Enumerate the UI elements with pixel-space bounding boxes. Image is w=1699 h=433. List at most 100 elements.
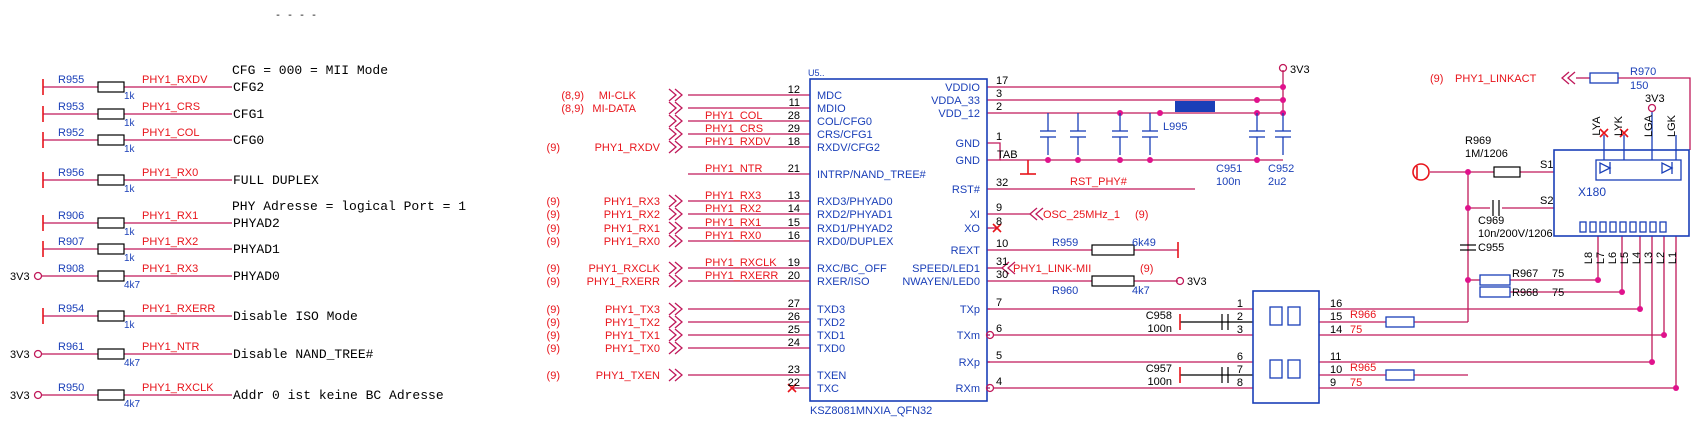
linkact-wire: [1618, 77, 1691, 150]
offpage-net: PHY1_RX0: [604, 236, 660, 248]
offpage-sheet: (9): [547, 209, 560, 221]
junction-dot: [1637, 306, 1643, 312]
strap-value: 1k: [124, 184, 136, 195]
magnetics-pin: 8: [1237, 377, 1243, 389]
transformer: [1269, 306, 1301, 326]
chevron: [674, 341, 683, 355]
inductor-l995: [1175, 101, 1215, 112]
chip-left-net: PHY1_RX3: [705, 190, 761, 202]
contact: [1599, 221, 1607, 233]
magnetics-pin: 14: [1330, 324, 1342, 336]
strap-value: 4k7: [124, 280, 141, 291]
power-port-3v3: [1175, 276, 1185, 286]
chevron: [668, 274, 677, 288]
strap-value: 1k: [124, 320, 136, 331]
chip-ref-cut: U5..: [808, 68, 825, 78]
magnetics-pin: 15: [1330, 311, 1342, 323]
c952-ref: C952: [1268, 163, 1294, 175]
junction-dot: [1254, 97, 1260, 103]
r970-value: 150: [1630, 80, 1648, 92]
junction-dot: [1673, 385, 1679, 391]
c969-value: 10n/200V/1206: [1478, 228, 1553, 240]
offpage-net: PHY1_RXCLK: [588, 263, 660, 275]
chip-right-pin-name: SPEED/LED1: [912, 263, 980, 275]
r967-ref: R967: [1512, 268, 1538, 280]
junction-dot: [1661, 332, 1667, 338]
chevron: [674, 194, 683, 208]
chip-right-pin-number: 1: [996, 131, 1002, 143]
magnetics-pin: 6: [1237, 351, 1243, 363]
chip-left-pin-name: TXD1: [817, 330, 845, 342]
connector-s2: S2: [1540, 195, 1553, 207]
offpage-net: PHY1_RXDV: [595, 142, 661, 154]
magnetics-pin: 3: [1237, 324, 1243, 336]
strap-net: PHY1_RX2: [142, 236, 198, 248]
power-port-3v3: [33, 271, 43, 281]
decoupling-capacitor: [1112, 113, 1128, 155]
resistor-r970: [1589, 72, 1619, 84]
offpage-sheet: (9): [547, 263, 560, 275]
chevron: [668, 234, 677, 248]
magnetics-body: [1252, 290, 1320, 404]
chip-left-pin-name: TXD0: [817, 343, 845, 355]
strap-ref: R955: [58, 74, 84, 86]
chip-right-pin-name: TXm: [957, 330, 980, 342]
offpage-sheet: (9): [547, 142, 560, 154]
offpage-connector: [1561, 71, 1576, 85]
strap-value: 1k: [124, 227, 136, 238]
strap-value: 4k7: [124, 399, 141, 410]
offpage-connector: [668, 328, 683, 342]
diode-triangle: [1599, 161, 1612, 175]
offpage-connector: [668, 101, 683, 115]
junction-dot: [1649, 359, 1655, 365]
strap-note: CFG2: [233, 80, 264, 95]
chip-right-pin-name: RST#: [952, 184, 981, 196]
chip-left-pin-name: RXD0/DUPLEX: [817, 236, 894, 248]
strap-resistor: [97, 134, 125, 146]
offpage-connector: [668, 341, 683, 355]
chip-right-pin-number: 6: [996, 323, 1002, 335]
chip-left-pin-number: 26: [788, 311, 800, 323]
chip-left-pin-number: 21: [788, 163, 800, 175]
connector-line-pin: L3: [1643, 252, 1655, 264]
offpage-connector: [668, 194, 683, 208]
chip-right-pin-name: RXp: [959, 357, 980, 369]
chevron: [1567, 71, 1576, 85]
vddio-rail: [987, 70, 1284, 88]
strap-value: 1k: [124, 91, 136, 102]
strap-resistor: [97, 217, 125, 229]
chip-right-pin-name: XO: [964, 223, 980, 235]
chip-left-pin-number: 16: [788, 230, 800, 242]
inductor-ref: L995: [1163, 121, 1187, 133]
note-cfg-mode: CFG = 000 = MII Mode: [232, 63, 388, 78]
junction-dot: [1254, 157, 1260, 163]
chip-right-pin-name: GND: [956, 138, 981, 150]
offpage-net: PHY1_TX3: [605, 304, 660, 316]
power-port-3v3: [1647, 103, 1657, 113]
x: [787, 383, 797, 393]
strap-ref: R950: [58, 382, 84, 394]
offpage-connector: [668, 114, 683, 128]
chip-left-net: PHY1_NTR: [705, 163, 763, 175]
chevron: [674, 234, 683, 248]
linkact-net: PHY1_LINKACT: [1455, 73, 1537, 85]
chip-left-net: PHY1_COL: [705, 110, 762, 122]
strap-value: 1k: [124, 144, 136, 155]
strap-resistor: [97, 174, 125, 186]
offpage-connector: [668, 315, 683, 329]
r960-ref: R960: [1052, 285, 1078, 297]
junction-dot: [1117, 157, 1123, 163]
c957-value: 100n: [1148, 376, 1172, 388]
x: [1619, 128, 1629, 138]
no-connect-lya: [1599, 128, 1609, 138]
power-label-3v3: 3V3: [1187, 276, 1207, 288]
connector-led-pin: LYA: [1591, 116, 1603, 136]
magnetics-pin: 16: [1330, 298, 1342, 310]
chip-right-pin-name: GND: [956, 155, 981, 167]
strap-net: PHY1_RXCLK: [142, 382, 214, 394]
chip-left-pin-number: 27: [788, 298, 800, 310]
offpage-connector: [668, 368, 683, 382]
chevron: [668, 101, 677, 115]
strap-resistor: [97, 81, 125, 93]
chip-right-pin-name: REXT: [951, 245, 981, 257]
